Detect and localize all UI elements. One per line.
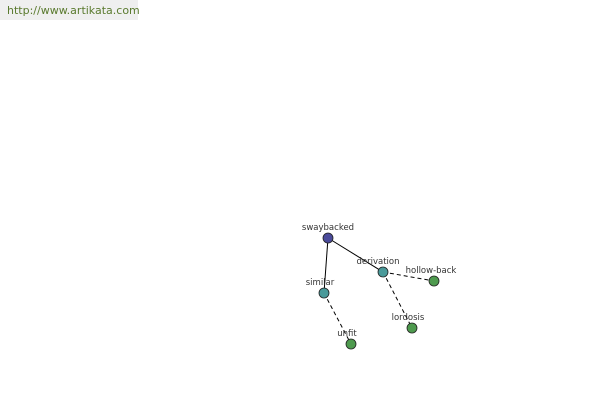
node-unfit[interactable]: unfit: [337, 329, 357, 350]
nodes-layer: swaybacked similar derivation unfit lordosis…: [302, 223, 457, 350]
edges-layer: [323, 237, 435, 345]
node-circle-lordosis[interactable]: [406, 322, 418, 334]
node-label-swaybacked[interactable]: swaybacked: [302, 223, 354, 233]
node-lordosis[interactable]: lordosis: [392, 313, 425, 334]
node-label-similar[interactable]: similar: [306, 278, 335, 288]
edge-derivation-hollow-back: [382, 271, 435, 282]
node-derivation[interactable]: derivation: [356, 257, 400, 278]
node-circle-swaybacked[interactable]: [322, 232, 334, 244]
edge-derivation-lordosis: [382, 271, 413, 329]
node-label-derivation[interactable]: derivation: [356, 257, 399, 267]
node-label-hollow-back[interactable]: hollow-back: [406, 266, 457, 276]
node-circle-unfit[interactable]: [345, 338, 357, 350]
node-label-unfit[interactable]: unfit: [337, 329, 357, 339]
node-similar[interactable]: similar: [306, 278, 335, 299]
site-url-bar: http://www.artikata.com: [0, 0, 140, 20]
node-circle-derivation[interactable]: [377, 266, 389, 278]
node-hollow-back[interactable]: hollow-back: [406, 266, 457, 287]
node-circle-similar[interactable]: [318, 287, 330, 299]
edge-swaybacked-derivation: [327, 237, 384, 273]
edge-similar-unfit: [323, 292, 352, 345]
node-label-lordosis[interactable]: lordosis: [392, 313, 425, 323]
edge-swaybacked-similar: [323, 237, 329, 294]
node-swaybacked[interactable]: swaybacked: [302, 223, 354, 244]
node-circle-hollow-back[interactable]: [428, 275, 440, 287]
site-url-link[interactable]: http://www.artikata.com: [7, 4, 140, 17]
